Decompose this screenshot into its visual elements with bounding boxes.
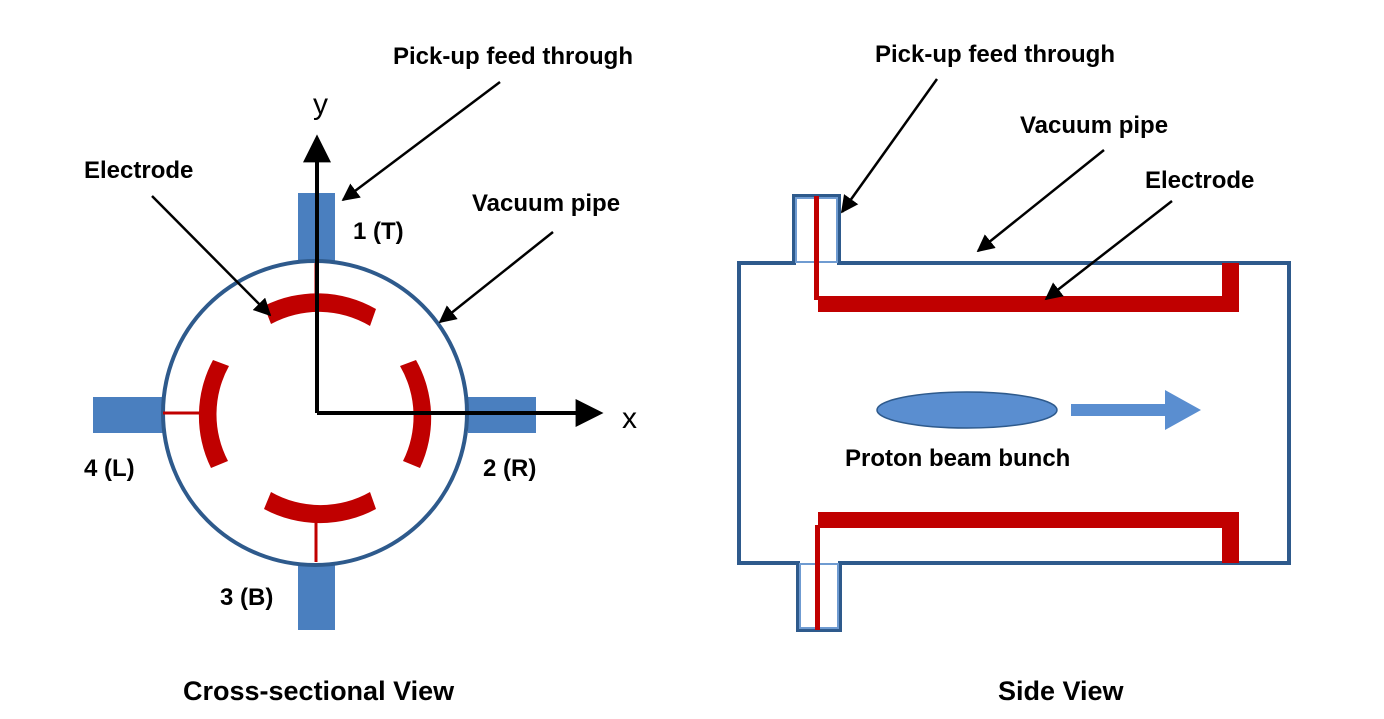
cross-sectional-view: Pick-up feed through Electrode Vacuum pi… [84, 43, 637, 706]
cs-caption: Cross-sectional View [183, 676, 455, 706]
port-left-label: 4 (L) [84, 455, 135, 482]
cs-electrode-label: Electrode [84, 157, 193, 184]
side-feedthrough-label: Pick-up feed through [875, 41, 1115, 68]
port-left [93, 397, 163, 433]
electrode-left [198, 360, 229, 468]
side-electrode-bottom-lead [815, 525, 820, 630]
side-feedthrough-pointer [840, 78, 939, 214]
cs-feedthrough-label: Pick-up feed through [393, 43, 633, 70]
beam-direction-arrow [1071, 390, 1201, 430]
side-electrode-label: Electrode [1145, 167, 1254, 194]
electrode-bottom [264, 492, 376, 524]
side-caption: Side View [998, 676, 1125, 706]
port-bottom-label: 3 (B) [220, 584, 273, 611]
side-electrode-bottom [818, 512, 1239, 528]
proton-beam-bunch [876, 391, 1058, 429]
side-beam-label: Proton beam bunch [845, 445, 1070, 472]
port-right-label: 2 (R) [483, 455, 536, 482]
feedthrough-pointer [341, 81, 501, 202]
side-electrode-top-end [1222, 263, 1239, 312]
side-electrode-bottom-end [1222, 512, 1239, 563]
port-bottom [298, 562, 335, 630]
cs-vacuum-pipe-label: Vacuum pipe [472, 190, 620, 217]
side-view: Pick-up feed through Vacuum pipe Electro… [737, 41, 1291, 706]
side-vacuum-pipe-label: Vacuum pipe [1020, 112, 1168, 139]
electrode-pointer [151, 195, 272, 317]
vacuum-pipe-pointer [438, 231, 554, 324]
side-electrode-pointer [1044, 200, 1173, 301]
side-electrode-top-lead [814, 196, 819, 300]
electrode-top [264, 293, 376, 326]
side-vacuum-pipe-pointer [976, 149, 1105, 253]
y-axis-label: y [313, 88, 328, 121]
side-electrode-top [818, 296, 1239, 312]
x-axis-label: x [622, 402, 637, 435]
port-top-label: 1 (T) [353, 218, 404, 245]
